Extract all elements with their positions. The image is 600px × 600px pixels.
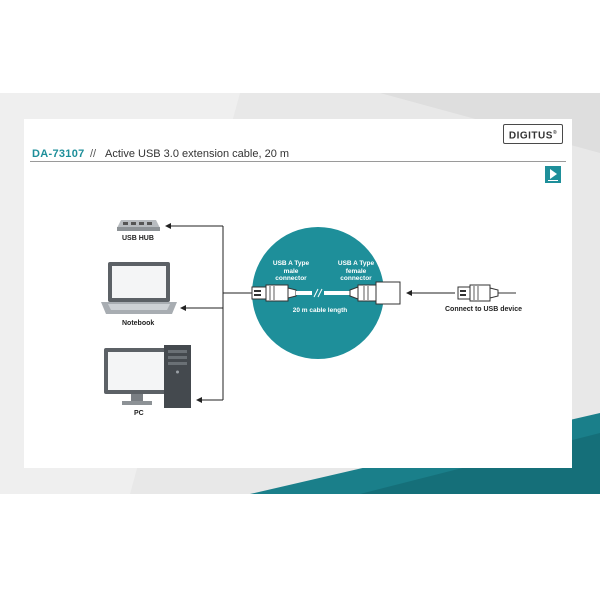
usb-hub-label: USB HUB	[122, 235, 154, 242]
pc-icon	[104, 345, 191, 408]
digitus-logo: DIGITUS®	[503, 124, 563, 144]
target-device-label: Connect to USB device	[445, 306, 523, 313]
male-connector-label: USB A Type male connector	[272, 260, 310, 282]
cable-circle	[252, 227, 384, 359]
target-usb-plug-icon	[457, 284, 516, 302]
female-connector-label: USB A Type female connector	[337, 260, 375, 282]
notebook-icon	[101, 262, 177, 314]
usb-hub-icon	[117, 220, 160, 231]
notebook-label: Notebook	[122, 320, 155, 327]
extension-cable	[296, 288, 350, 298]
usb-female-socket-icon	[349, 281, 401, 305]
play-button-icon	[548, 169, 558, 181]
usb-male-plug-icon	[251, 284, 297, 302]
play-button[interactable]	[545, 166, 561, 183]
product-title: Active USB 3.0 extension cable, 20 m	[105, 148, 290, 160]
cable-length-label: 20 m cable length	[292, 307, 348, 314]
header-rule	[30, 161, 566, 162]
pc-label: PC	[134, 410, 144, 417]
model-number: DA-73107	[32, 148, 85, 160]
title-separator: //	[90, 148, 97, 160]
